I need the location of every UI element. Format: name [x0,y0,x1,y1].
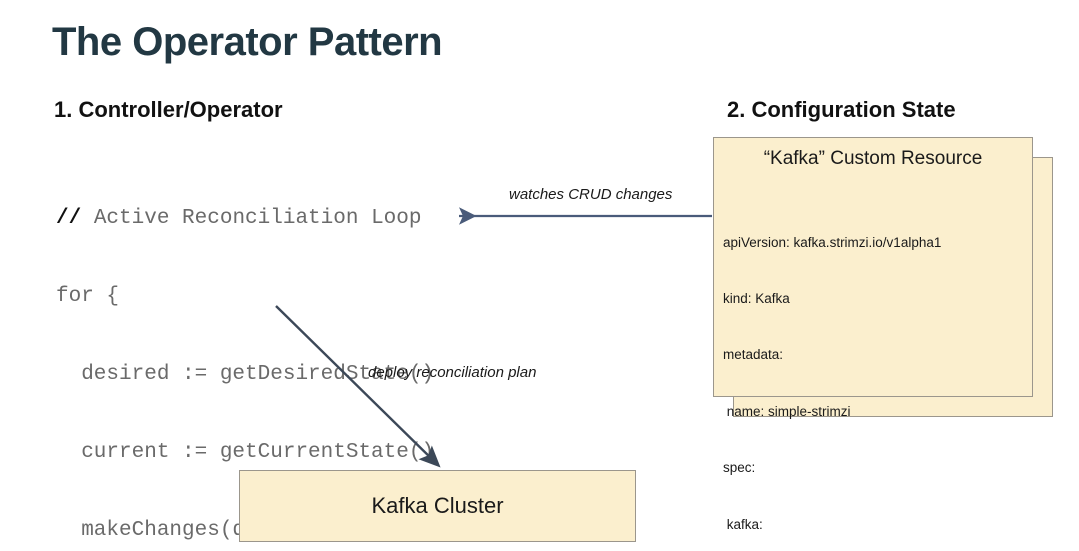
code-line: current := getCurrentState() [56,441,435,464]
code-line: // Active Reconciliation Loop [56,206,447,232]
yaml-line: kind: Kafka [723,290,790,306]
comment-marker: // [56,207,82,230]
custom-resource-card-title: “Kafka” Custom Resource [763,148,983,169]
section-heading-controller: 1. Controller/Operator [54,97,283,122]
code-line: for { [56,285,120,308]
yaml-line: spec: [723,460,756,476]
page-title: The Operator Pattern [52,20,443,64]
yaml-line: kafka: [723,516,763,532]
custom-resource-card: “Kafka” Custom Resource apiVersion: kafk… [713,137,1033,532]
yaml-line: apiVersion: kafka.strimzi.io/v1alpha1 [723,234,942,250]
edge-label-watches-crud-changes: watches CRUD changes [509,186,673,203]
code-line-text: Active Reconciliation Loop [81,207,422,230]
custom-resource-yaml: apiVersion: kafka.strimzi.io/v1alpha1 ki… [723,196,941,551]
yaml-line: name: simple-strimzi [723,403,851,419]
kafka-cluster-node: Kafka Cluster [239,470,636,542]
section-heading-configuration: 2. Configuration State [727,97,956,122]
kafka-cluster-label: Kafka Cluster [371,493,504,518]
edge-label-deploy-reconciliation-plan: deploy reconciliation plan [368,364,537,381]
yaml-line: metadata: [723,347,784,363]
